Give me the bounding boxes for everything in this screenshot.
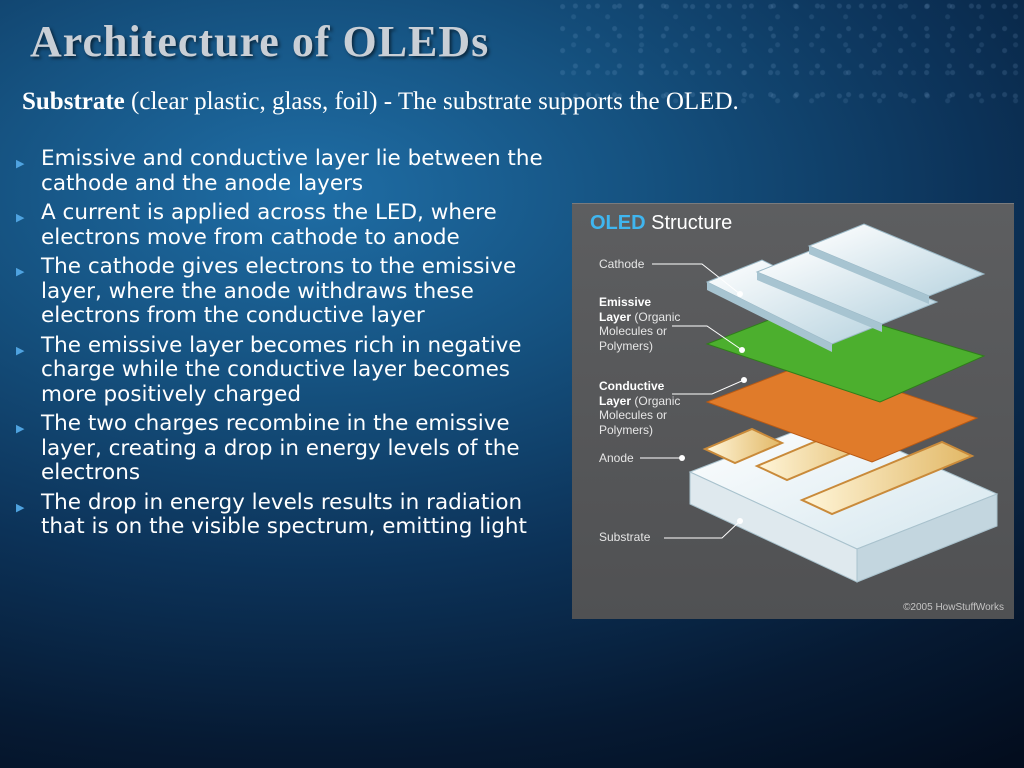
triangle-bullet-icon: ▶ <box>16 265 25 278</box>
bullet-item: ▶ The two charges recombine in the emissi… <box>14 411 559 486</box>
cathode-label: Cathode <box>599 257 645 271</box>
bullet-item: ▶ The drop in energy levels results in ra… <box>14 489 559 540</box>
figure-title-rest: Structure <box>651 212 733 234</box>
bullet-text: The cathode gives electrons to the emiss… <box>41 254 517 328</box>
oled-layer-diagram <box>640 223 999 583</box>
figure-title: OLED Structure <box>590 212 732 235</box>
bullet-text: The drop in energy levels results in rad… <box>41 489 527 539</box>
bullet-text: The two charges recombine in the emissiv… <box>41 411 520 485</box>
leader-lines <box>640 263 745 539</box>
bullet-item: ▶ The emissive layer becomes rich in nega… <box>14 332 559 408</box>
slide-subtitle: Substrate (clear plastic, glass, foil) -… <box>22 88 739 116</box>
oled-structure-figure: OLED Structure Cathode Emissive Layer (O… <box>572 203 1014 619</box>
emissive-label-bold: Emissive <box>599 295 652 309</box>
conductive-detail: Molecules or <box>599 408 668 422</box>
triangle-bullet-icon: ▶ <box>16 422 25 435</box>
cathode-strips <box>705 223 986 352</box>
subtitle-text: (clear plastic, glass, foil) - The subst… <box>124 88 739 115</box>
conductive-layer <box>705 361 979 463</box>
triangle-bullet-icon: ▶ <box>16 211 25 224</box>
conductive-detail: Polymers) <box>599 422 654 437</box>
bullet-text: The emissive layer becomes rich in negat… <box>41 332 522 407</box>
bullet-text: A current is applied across the LED, whe… <box>41 200 497 250</box>
emissive-detail: Polymers) <box>599 338 654 353</box>
bullet-text: Emissive and conductive layer lie betwee… <box>41 146 543 196</box>
emissive-layer-word: Layer <box>599 309 632 324</box>
background-texture <box>560 0 1024 110</box>
subtitle-term: Substrate <box>22 88 125 115</box>
bullet-item: ▶ The cathode gives electrons to the emis… <box>14 254 559 329</box>
leader-dots <box>679 291 747 524</box>
anode-label: Anode <box>599 451 634 465</box>
bullet-item: ▶ Emissive and conductive layer lie betwe… <box>14 146 559 196</box>
triangle-bullet-icon: ▶ <box>16 157 25 170</box>
conductive-label-bold: Conductive <box>599 379 665 393</box>
slide-title: Architecture of OLEDs <box>30 17 490 66</box>
triangle-bullet-icon: ▶ <box>16 343 25 357</box>
emissive-detail: Molecules or <box>599 324 668 338</box>
triangle-bullet-icon: ▶ <box>16 500 25 514</box>
figure-credit: ©2005 HowStuffWorks <box>903 602 1004 613</box>
conductive-detail: (Organic <box>634 393 681 408</box>
bullet-item: ▶ A current is applied across the LED, wh… <box>14 200 559 250</box>
bullet-list: ▶ Emissive and conductive layer lie betwe… <box>14 146 559 545</box>
conductive-layer-word: Layer <box>599 393 632 408</box>
figure-title-accent: OLED <box>590 212 646 234</box>
conductive-layer-label: Conductive Layer (Organic Molecules or P… <box>599 379 680 437</box>
emissive-detail: (Organic <box>634 309 681 324</box>
emissive-layer-label: Emissive Layer (Organic Molecules or Pol… <box>599 295 680 353</box>
substrate-label: Substrate <box>599 530 651 544</box>
